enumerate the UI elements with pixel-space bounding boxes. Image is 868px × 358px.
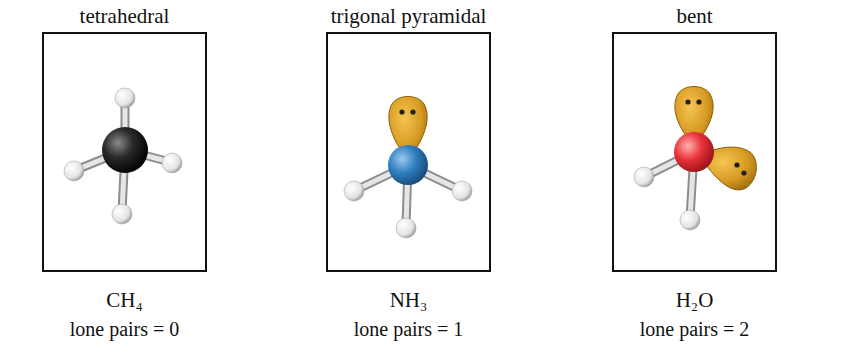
hydrogen-atoms <box>64 88 700 238</box>
lone-pair-lobes <box>389 87 757 190</box>
oxygen-atom <box>674 132 714 172</box>
molecule-frame: tetrahedralCH₄lone pairs = 0 <box>42 32 207 272</box>
lone-pair-count: lone pairs = 0 <box>0 318 265 341</box>
lone-pair-count: lone pairs = 1 <box>268 318 549 341</box>
geometry-heading: trigonal pyramidal <box>268 4 549 28</box>
molecule-formula: CH₄ <box>0 288 265 312</box>
geometry-heading: bent <box>554 4 835 28</box>
molecule-formula: H₂O <box>554 288 835 312</box>
lone-pair-count: lone pairs = 2 <box>554 318 835 341</box>
molecule-frame: trigonal pyramidalNH₃lone pairs = 1 <box>326 32 491 272</box>
carbon-atom <box>102 127 148 173</box>
molecule-frame: bentH₂Olone pairs = 2 <box>612 32 777 272</box>
molecule-formula: NH₃ <box>268 288 549 312</box>
geometry-heading: tetrahedral <box>0 4 265 28</box>
nitrogen-atom <box>388 145 428 185</box>
bond-sticks <box>76 100 170 212</box>
